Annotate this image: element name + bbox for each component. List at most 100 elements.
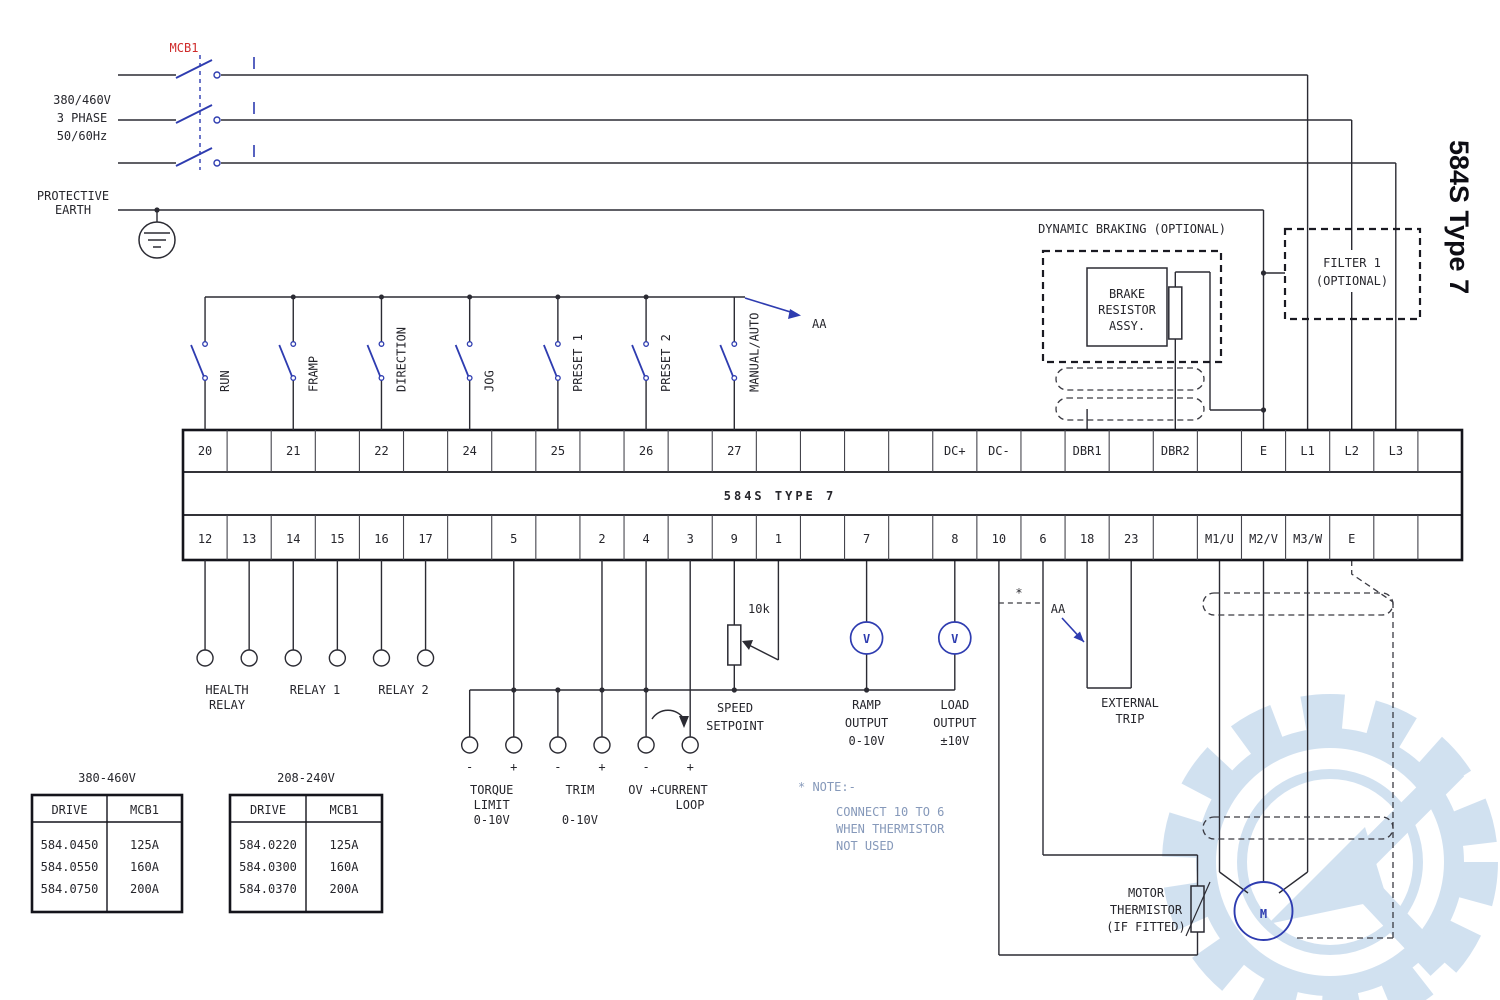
sign-label-4: - xyxy=(642,760,649,774)
brand-watermark-gear-logo xyxy=(1162,694,1498,1000)
external-trip-label-1: EXTERNAL xyxy=(1101,696,1159,710)
filter-box xyxy=(1283,227,1422,321)
speed-pot-symbol xyxy=(727,624,742,666)
mcb-contact-3 xyxy=(213,159,221,167)
terminal-bottom-9: 9 xyxy=(731,532,738,546)
filter-label-1: FILTER 1 xyxy=(1323,256,1381,270)
table-1-header-drive: DRIVE xyxy=(250,803,286,817)
aa-ref-bottom: AA xyxy=(1051,602,1066,616)
phase-and-signal-wiring xyxy=(118,74,1397,956)
trim-label-1: TRIM xyxy=(565,783,594,797)
switch-blade xyxy=(631,344,646,378)
terminal-top-20: 20 xyxy=(198,444,212,458)
sign-label-3: + xyxy=(598,760,605,774)
relay-contact-terminal xyxy=(328,649,347,667)
sign-label-1: + xyxy=(510,760,517,774)
supply-voltage-label: 380/460V xyxy=(53,93,111,107)
logo-arrowhead xyxy=(1268,827,1387,924)
terminal-bottom-15: 15 xyxy=(330,532,344,546)
protective-earth-label-2: EARTH xyxy=(55,203,91,217)
table-0-header-mcb1: MCB1 xyxy=(130,803,159,817)
relay-contact-terminal xyxy=(416,649,435,667)
terminal-bottom-6: 6 xyxy=(1039,532,1046,546)
analog-input-terminal xyxy=(593,736,611,754)
dashed-elements xyxy=(199,55,1422,939)
terminal-top-l3: L3 xyxy=(1389,444,1403,458)
load-output-meter xyxy=(937,621,972,655)
note-star: * xyxy=(1015,586,1022,600)
component-symbols xyxy=(138,57,1294,941)
ramp-output-meter xyxy=(849,621,884,655)
table-cell: 584.0220 xyxy=(239,838,297,852)
external-trip-label-2: TRIP xyxy=(1116,712,1145,726)
terminal-bottom-7: 7 xyxy=(863,532,870,546)
logo-arrow-tail-lower xyxy=(1350,873,1450,976)
analog-input-terminal xyxy=(460,736,479,754)
relay1-label: RELAY 1 xyxy=(290,683,341,697)
switch-blade xyxy=(454,344,470,378)
table-1-header-mcb1: MCB1 xyxy=(330,803,359,817)
junction-dots xyxy=(154,207,1267,693)
braking-cable-capsule-2 xyxy=(1055,397,1205,421)
table-title-380-460v: 380-460V xyxy=(78,771,136,785)
ramp-output-label-3: 0-10V xyxy=(849,734,885,748)
zero-volt-loop-label-2: LOOP xyxy=(676,798,705,812)
table-cell: 584.0550 xyxy=(41,860,99,874)
terminal-bottom-5: 5 xyxy=(510,532,517,546)
terminal-bottom-17: 17 xyxy=(418,532,432,546)
analog-input-terminal xyxy=(505,736,523,754)
table-cell: 584.0450 xyxy=(41,838,99,852)
switch-label-run: RUN xyxy=(218,370,232,392)
analog-input-terminal xyxy=(637,736,655,754)
terminal-bottom-13: 13 xyxy=(242,532,256,546)
health-relay-label-2: RELAY xyxy=(209,698,246,712)
circuit-lines xyxy=(118,74,1397,956)
logo-arrow-tail-upper xyxy=(1340,757,1465,882)
brake-assy-line-3: ASSY. xyxy=(1109,319,1145,333)
ramp-output-label-1: RAMP xyxy=(852,698,881,712)
terminal-bottom-14: 14 xyxy=(286,532,300,546)
dynamic-braking-box xyxy=(1041,249,1223,364)
motor-thermistor-label-3: (IF FITTED) xyxy=(1106,920,1185,934)
terminal-top-25: 25 xyxy=(551,444,565,458)
brake-assy-line-1: BRAKE xyxy=(1109,287,1145,301)
mcb1-label: MCB1 xyxy=(170,41,199,55)
static-labels: MCB1 380/460V 3 PHASE 50/60Hz PROTECTIVE… xyxy=(37,41,1474,934)
table-cell: 160A xyxy=(330,860,360,874)
terminal-bottom-1: 1 xyxy=(775,532,782,546)
terminal-top-22: 22 xyxy=(374,444,388,458)
sign-label-2: - xyxy=(554,760,561,774)
analog-input-terminal xyxy=(681,736,699,754)
terminal-block-title: 584S TYPE 7 xyxy=(724,489,836,503)
load-meter-symbol: V xyxy=(951,632,958,646)
load-output-label-1: LOAD xyxy=(940,698,969,712)
table-cell: 160A xyxy=(130,860,160,874)
current-loop-arrowhead xyxy=(679,716,689,728)
brake-resistor-symbol xyxy=(1168,286,1183,340)
terminal-top-24: 24 xyxy=(462,444,476,458)
thermistor-symbol xyxy=(1190,885,1205,933)
switch-label-preset-2: PRESET 2 xyxy=(659,334,673,392)
terminal-bottom-8: 8 xyxy=(951,532,958,546)
motor-thermistor-label-2: THERMISTOR xyxy=(1110,903,1183,917)
sign-label-0: - xyxy=(466,760,473,774)
filter-label-2: (OPTIONAL) xyxy=(1316,274,1388,288)
speed-setpoint-label-1: SPEED xyxy=(717,701,753,715)
switch-label-jog: JOG xyxy=(483,370,497,392)
motor-thermistor-label-1: MOTOR xyxy=(1128,886,1165,900)
relay-contact-terminal xyxy=(240,649,258,667)
relay-contact-terminal xyxy=(372,649,391,667)
terminal-bottom-m1-u: M1/U xyxy=(1205,532,1234,546)
switch-blade xyxy=(190,344,205,378)
sign-label-5: + xyxy=(687,760,694,774)
table-0-header-drive: DRIVE xyxy=(51,803,87,817)
filter-text-knockout xyxy=(1316,250,1388,292)
terminal-bottom-23: 23 xyxy=(1124,532,1138,546)
note-line-3: WHEN THERMISTOR xyxy=(836,822,945,836)
relay-contact-terminal xyxy=(284,649,302,667)
load-output-label-2: OUTPUT xyxy=(933,716,976,730)
mcb-contact-1 xyxy=(213,71,221,79)
aa-ref-top: AA xyxy=(812,317,827,331)
pot-wiper-arrowhead xyxy=(742,640,753,650)
terminal-bottom-12: 12 xyxy=(198,532,212,546)
